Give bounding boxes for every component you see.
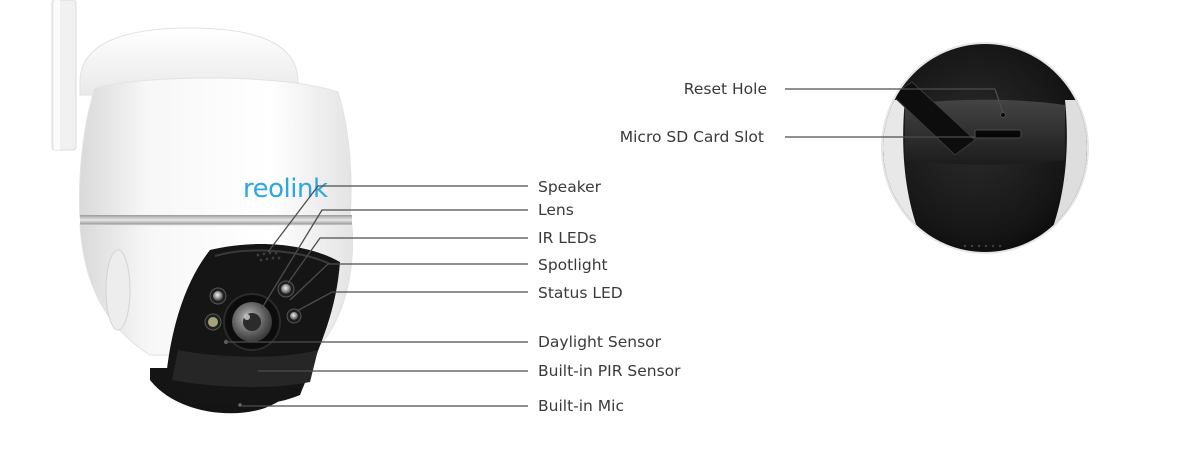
spotlight-led: [204, 313, 222, 331]
bottom-view-camera: [881, 42, 1089, 254]
sd-card-slot: [974, 129, 1022, 139]
status-led-leader: [296, 291, 528, 312]
front-callout-lines: [228, 185, 528, 407]
brand-logo: reolink: [243, 174, 328, 204]
speaker-grille: [256, 251, 281, 262]
metal-band: [80, 215, 352, 225]
reset-hole-leader: [785, 88, 1004, 114]
reset-hole: [1000, 112, 1006, 118]
front-callout-labels: Speaker Lens IR LEDs Spotlight Status LE…: [538, 178, 681, 415]
sd-slot-label: Micro SD Card Slot: [620, 128, 764, 146]
mic-hole: [238, 403, 242, 407]
pir-sensor-label: Built-in PIR Sensor: [538, 362, 681, 380]
status-led-label: Status LED: [538, 284, 623, 302]
speaker-leader: [267, 185, 528, 253]
pir-sensor-window: [172, 350, 318, 388]
ir-leds-leader: [287, 237, 528, 284]
camera-body: [79, 77, 352, 219]
spotlight-label: Spotlight: [538, 256, 608, 274]
status-led: [286, 308, 302, 324]
lens-leader: [261, 209, 528, 309]
daylight-sensor: [223, 339, 229, 345]
ir-led-right: [277, 280, 295, 298]
reset-hole-label: Reset Hole: [684, 80, 767, 98]
spotlight-leader: [289, 263, 528, 301]
daylight-sensor-label: Daylight Sensor: [538, 333, 662, 351]
lens: [223, 293, 281, 351]
front-camera: reolink: [51, 0, 354, 414]
bottom-callout-lines: [785, 88, 1004, 138]
ir-leds-label: IR LEDs: [538, 229, 597, 247]
lens-label: Lens: [538, 201, 574, 219]
mic-label: Built-in Mic: [538, 397, 624, 415]
speaker-label: Speaker: [538, 178, 602, 196]
ir-led-left: [209, 287, 227, 305]
bottom-callout-labels: Reset Hole Micro SD Card Slot: [620, 80, 767, 146]
